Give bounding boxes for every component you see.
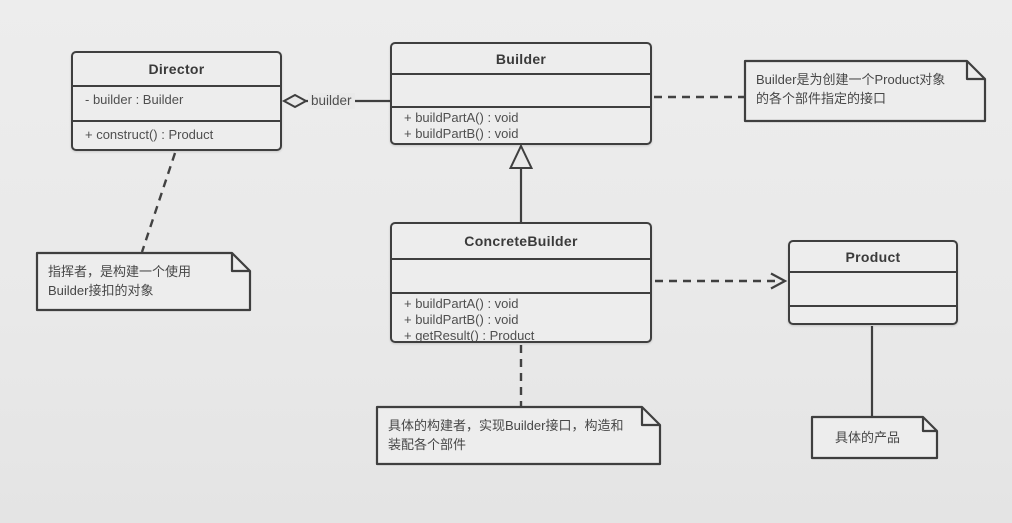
- aggregation-diamond-icon: [281, 93, 309, 109]
- note-concretebuilder-shape[interactable]: [375, 405, 662, 466]
- class-box-builder[interactable]: Builder + buildPartA() : void + buildPar…: [390, 42, 652, 145]
- class-attributes: - builder : Builder: [73, 85, 280, 120]
- dependency-arrowhead-icon: [770, 272, 788, 290]
- class-box-concretebuilder[interactable]: ConcreteBuilder + buildPartA() : void + …: [390, 222, 652, 343]
- note-product-shape[interactable]: [810, 415, 939, 460]
- class-methods: + construct() : Product: [73, 120, 280, 149]
- class-attributes: [790, 271, 956, 305]
- method-item: + construct() : Product: [85, 127, 214, 142]
- dependency-edge[interactable]: [655, 272, 788, 290]
- generalization-edge[interactable]: [508, 143, 534, 222]
- class-methods: [790, 305, 956, 323]
- class-title: Director: [148, 61, 205, 77]
- method-item: + buildPartA() : void: [404, 296, 519, 311]
- class-title: Builder: [495, 50, 547, 67]
- class-methods: + buildPartA() : void + buildPartB() : v…: [392, 292, 650, 341]
- class-box-product[interactable]: Product: [788, 240, 958, 325]
- method-item: + buildPartB() : void: [404, 312, 519, 327]
- class-box-director[interactable]: Director - builder : Builder + construct…: [71, 51, 282, 151]
- edge-label-builder: builder: [308, 93, 355, 109]
- attribute-item: - builder : Builder: [85, 92, 184, 107]
- class-attributes: [392, 258, 650, 292]
- generalization-triangle-icon: [508, 143, 534, 169]
- method-item: + buildPartB() : void: [404, 126, 519, 141]
- note-concretebuilder-text: 具体的构建者，实现Builder接口，构造和装配各个部件: [388, 418, 624, 452]
- note-director-shape[interactable]: [35, 251, 252, 312]
- method-item: + getResult() : Product: [404, 328, 535, 341]
- note-builder-shape[interactable]: [743, 59, 987, 123]
- class-title: ConcreteBuilder: [464, 233, 578, 249]
- class-attributes: [392, 73, 650, 106]
- director-note-link[interactable]: [140, 152, 177, 253]
- method-item: + buildPartA() : void: [404, 110, 519, 125]
- note-builder-text: Builder是为创建一个Product对象的各个部件指定的接口: [756, 72, 946, 106]
- note-product-text: 具体的产品: [834, 430, 900, 445]
- class-title: Product: [845, 248, 901, 265]
- note-director-text: 指挥者，是构建一个使用Builder接扣的对象: [48, 264, 192, 298]
- class-methods: + buildPartA() : void + buildPartB() : v…: [392, 106, 650, 143]
